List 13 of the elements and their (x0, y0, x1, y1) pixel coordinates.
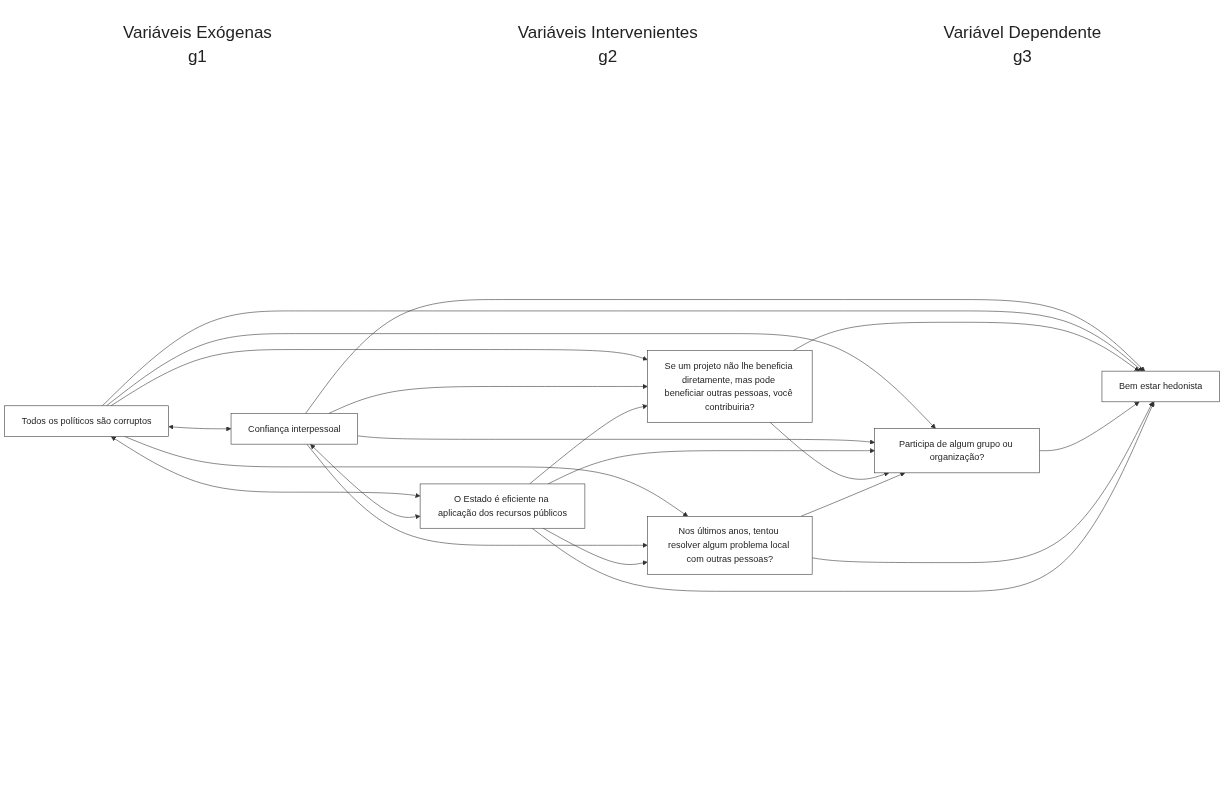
group-label: g2 (598, 47, 618, 67)
column-heading: Variável Dependente (943, 23, 1102, 43)
group-label: g1 (187, 47, 207, 67)
node-box: O Estado é eficiente na aplicação dos recursos públicos (419, 483, 586, 529)
node-box: Se um projeto não lhe beneficia diretamente, mas pode beneficiar outras pessoas, você contribuiria? (647, 349, 813, 423)
column-heading: Variáveis Intervenientes (517, 23, 698, 43)
node-box: Todos os políticos são corruptos (4, 405, 169, 437)
node-box: Confiança interpessoal (230, 412, 358, 444)
group-label: g3 (1012, 47, 1032, 67)
node-box: Bem estar hedonista (1101, 370, 1220, 402)
column-heading: Variáveis Exógenas (122, 23, 272, 43)
node-box: Participa de algum grupo ou organização? (874, 427, 1040, 473)
node-box: Nos últimos anos, tentou resolver algum problema local com outras pessoas? (647, 515, 813, 575)
